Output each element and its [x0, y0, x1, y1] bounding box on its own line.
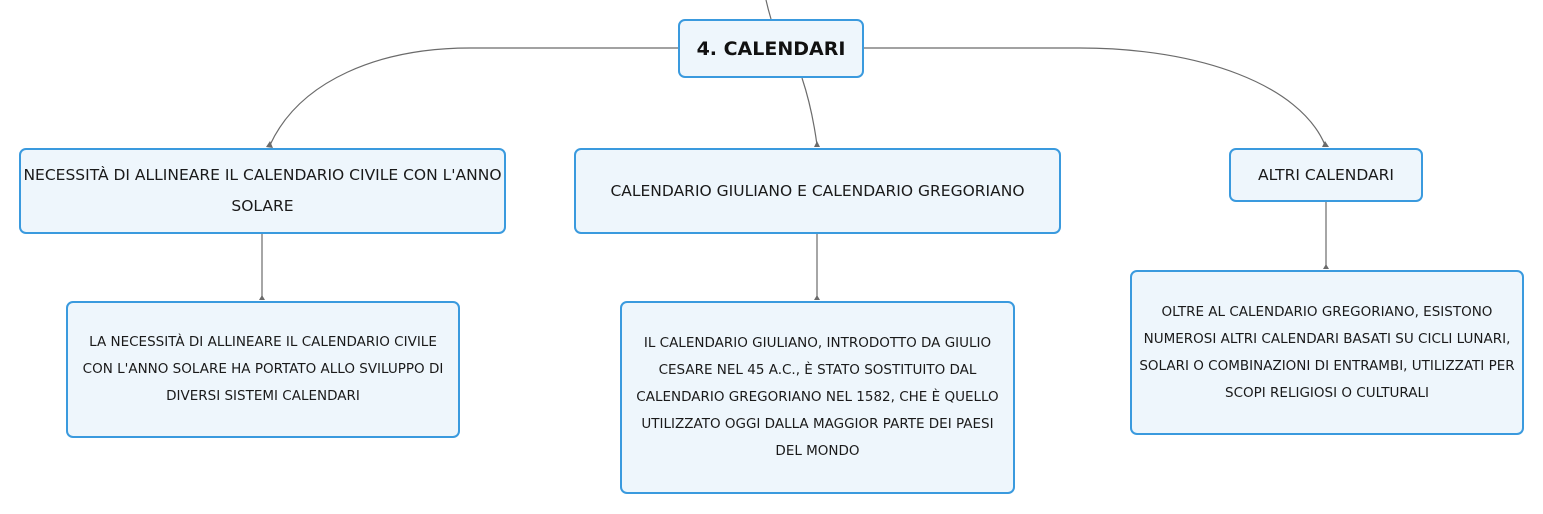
subtopic-label: LA NECESSITÀ DI ALLINEARE IL CALENDARIO …: [82, 334, 444, 404]
root-topic-label: 4. CALENDARI: [696, 37, 846, 60]
arrow-head: [266, 141, 273, 148]
arrow-head: [1323, 264, 1329, 269]
subtopic-giuliano-gregoriano-detail[interactable]: IL CALENDARIO GIULIANO, INTRODOTTO DA GI…: [620, 301, 1015, 494]
arrow-head: [1322, 141, 1329, 147]
connector-parent-to-root: [765, 0, 772, 20]
connector-root-to-branch-1: [269, 47, 678, 146]
topic-label: CALENDARIO GIULIANO E CALENDARIO GREGORI…: [610, 181, 1025, 200]
subtopic-altri-calendari-detail[interactable]: OLTRE AL CALENDARIO GREGORIANO, ESISTONO…: [1130, 270, 1524, 435]
subtopic-label: OLTRE AL CALENDARIO GREGORIANO, ESISTONO…: [1139, 303, 1515, 401]
subtopic-label: IL CALENDARIO GIULIANO, INTRODOTTO DA GI…: [636, 335, 999, 459]
arrow-head: [814, 295, 820, 300]
connector-root-to-branch-3: [864, 47, 1326, 146]
subtopic-allineamento-detail[interactable]: LA NECESSITÀ DI ALLINEARE IL CALENDARIO …: [66, 301, 460, 438]
topic-label: NECESSITÀ DI ALLINEARE IL CALENDARIO CIV…: [23, 166, 502, 215]
connector-root-to-branch-2: [801, 77, 818, 146]
topic-allineamento-calendario[interactable]: NECESSITÀ DI ALLINEARE IL CALENDARIO CIV…: [19, 148, 506, 234]
topic-label: ALTRI CALENDARI: [1258, 165, 1394, 184]
root-topic[interactable]: 4. CALENDARI: [678, 19, 864, 78]
topic-calendario-giuliano-gregoriano[interactable]: CALENDARIO GIULIANO E CALENDARIO GREGORI…: [574, 148, 1061, 234]
topic-altri-calendari[interactable]: ALTRI CALENDARI: [1229, 148, 1423, 202]
arrow-head: [259, 295, 265, 300]
arrow-head: [814, 141, 820, 147]
